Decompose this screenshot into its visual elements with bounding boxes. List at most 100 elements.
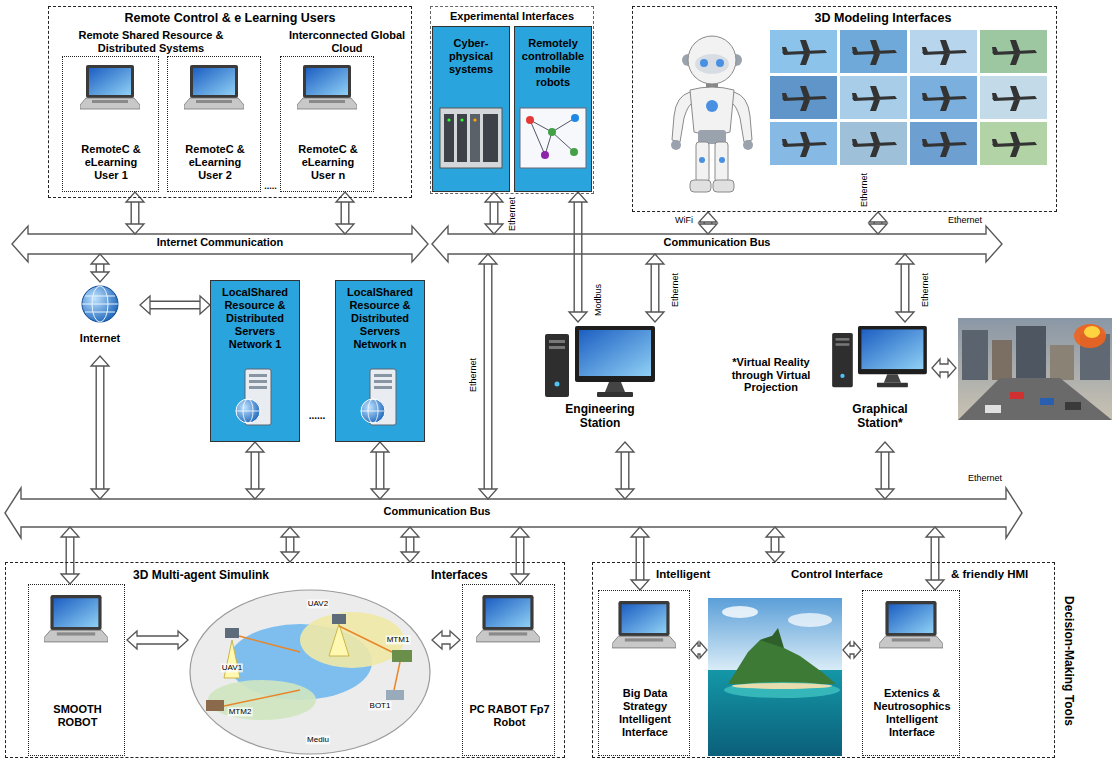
interface-box: Big Data Strategy Intelligent Interface [598, 590, 690, 756]
link-label: Ethernet [670, 273, 680, 307]
arrow-head [485, 224, 503, 234]
node-text: & friendly HMI [951, 568, 1046, 582]
aircraft-collage [840, 76, 907, 119]
humanoid-robot [690, 87, 734, 135]
aircraft-collage [840, 76, 907, 119]
node-text: Intelligent [656, 568, 736, 582]
computer-icon [545, 326, 927, 397]
connector-arrow [401, 527, 419, 562]
virtual-reality-scene [962, 330, 988, 380]
connector-arrow [882, 452, 888, 489]
connector-arrow [342, 202, 348, 224]
node-text: Cyber-physical systems [436, 37, 506, 76]
connector-arrow [286, 537, 295, 552]
arrow-head [336, 192, 354, 202]
connector-arrow [621, 452, 630, 489]
computer-icon [545, 326, 655, 397]
humanoid-robot [696, 142, 709, 182]
plc-picture [473, 118, 476, 121]
connector-arrow [131, 202, 140, 224]
connector-arrow [67, 537, 73, 574]
group-frame: 3D Modeling Interfaces [632, 6, 1057, 212]
network-picture [570, 148, 578, 156]
connector-arrow [901, 264, 910, 312]
virtual-reality-scene [958, 318, 1112, 420]
humanoid-robot [690, 180, 711, 192]
connector-arrow [485, 192, 503, 234]
multi-agent-scene [392, 650, 412, 662]
connector-arrow [490, 202, 499, 224]
arrow-head [479, 489, 497, 499]
multi-agent-scene [386, 690, 404, 700]
multi-agent-scene [190, 590, 430, 754]
humanoid-robot [706, 100, 718, 112]
aircraft-collage [910, 122, 977, 165]
connector-arrow [251, 452, 260, 489]
virtual-reality-scene [1074, 324, 1106, 348]
bus-band: Internet Communication [12, 226, 428, 262]
connector-arrow [376, 452, 385, 489]
laptop-icon [612, 601, 676, 648]
plc-picture [470, 114, 480, 162]
arrow-head [126, 192, 144, 202]
arrow-head [246, 489, 264, 499]
humanoid-robot [719, 157, 725, 163]
connector-arrow [336, 192, 354, 234]
agent-label: MTM1 [386, 635, 411, 644]
arrow-head [631, 580, 649, 590]
node-text: RemoteC & eLearning User n [292, 143, 364, 182]
aircraft-collage [980, 76, 1047, 119]
node-text: Graphical Station* [835, 402, 925, 430]
connector-arrow [651, 264, 660, 312]
connector-arrow [91, 356, 109, 499]
humanoid-robot [699, 157, 705, 163]
connector-arrow [652, 264, 658, 312]
connector-arrow [96, 366, 105, 489]
plc-picture [440, 108, 502, 168]
aircraft-collage [922, 86, 967, 111]
island-photo [722, 606, 758, 618]
laptop-icon [44, 595, 108, 642]
connector-arrow [287, 537, 293, 552]
arrow-head [896, 254, 914, 264]
node-text: LocalShared Resource & Distributed Serve… [214, 286, 296, 351]
connector-arrow [622, 452, 628, 489]
agent-label: UAV1 [221, 663, 243, 672]
aircraft-collage [910, 30, 977, 73]
note-text: *Virtual Reality through Virtual Project… [712, 356, 830, 394]
node-text: PC RABOT Fp7 Robot [469, 703, 550, 729]
arrow-head [616, 442, 634, 452]
group-frame: Experimental InterfacesCyber-physical sy… [430, 6, 594, 194]
aircraft-collage [770, 76, 837, 119]
arrow-head [479, 254, 497, 264]
aircraft-collage [770, 122, 837, 165]
connector-arrow [569, 192, 587, 322]
arrow-head [140, 296, 150, 314]
connector-arrow [126, 192, 144, 234]
arrow-head [61, 527, 79, 537]
picture-arrow [932, 359, 956, 377]
ellipsis-mark: ...... [309, 410, 326, 422]
node-text: RemoteC & eLearning User 1 [75, 143, 147, 182]
humanoid-robot [688, 36, 736, 84]
arrow-head [699, 212, 717, 222]
box-fill [432, 26, 510, 192]
connector-arrow [252, 452, 258, 489]
network-picture [530, 118, 575, 155]
connector-arrow [132, 202, 138, 224]
link-label: WiFi [675, 215, 693, 225]
arrow-head [511, 574, 529, 584]
plc-picture [447, 118, 450, 121]
connector-arrow [371, 442, 389, 499]
aircraft-collage [840, 30, 907, 73]
connector-arrow [511, 527, 529, 584]
robot-box: PC RABOT Fp7 Robot [462, 584, 555, 756]
aircraft-collage [922, 132, 967, 157]
bus-band: Communication Bus [432, 226, 1002, 262]
server-icon [236, 369, 271, 425]
arrow-head [61, 574, 79, 584]
arrow-head [371, 442, 389, 452]
aircraft-collage [840, 122, 907, 165]
connector-arrow [926, 527, 944, 590]
